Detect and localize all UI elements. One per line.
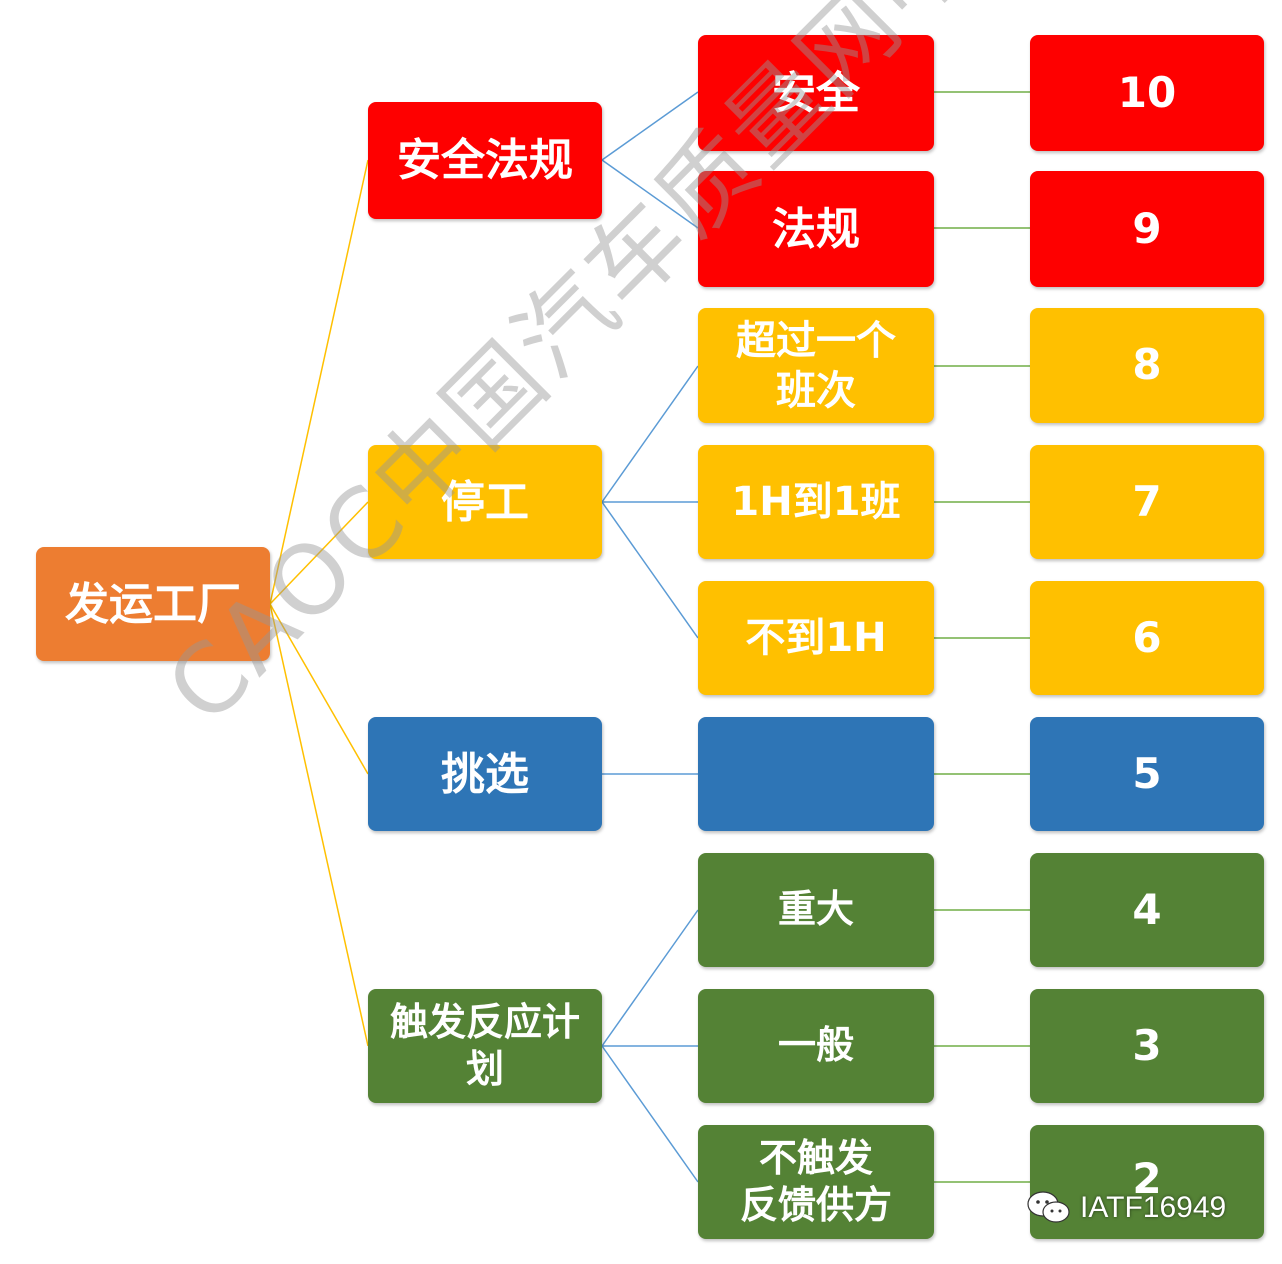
score-6: 6 — [1030, 581, 1264, 695]
score-value: 9 — [1132, 203, 1162, 253]
leaf-major: 重大 — [698, 853, 934, 967]
leaf-label: 超过一个 班次 — [736, 317, 896, 414]
score-value: 2 — [1132, 1154, 1162, 1203]
brand-text: IATF16949 — [1080, 1191, 1227, 1224]
leaf-sorting-empty — [698, 717, 934, 831]
score-9: 9 — [1030, 171, 1264, 287]
leaf-under-1h: 不到1H — [698, 581, 934, 695]
wechat-icon — [1027, 1191, 1070, 1223]
leaf-regulation: 法规 — [698, 171, 934, 287]
score-2: 2 — [1030, 1125, 1264, 1239]
score-3: 3 — [1030, 989, 1264, 1103]
leaf-label: 一般 — [777, 1023, 854, 1068]
score-value: 4 — [1132, 884, 1162, 934]
category-sorting: 挑选 — [368, 717, 602, 831]
score-value: 7 — [1132, 476, 1162, 526]
category-safety-regulation: 安全法规 — [368, 102, 602, 219]
brand-overlay: IATF16949 — [1024, 1188, 1226, 1228]
root-label: 发运工厂 — [65, 578, 241, 630]
category-label: 安全法规 — [397, 135, 573, 186]
leaf-label: 不到1H — [745, 615, 887, 661]
score-4: 4 — [1030, 853, 1264, 967]
leaf-label: 1H到1班 — [731, 479, 901, 525]
score-value: 6 — [1132, 612, 1162, 662]
leaf-general: 一般 — [698, 989, 934, 1103]
score-7: 7 — [1030, 445, 1264, 559]
root-node: 发运工厂 — [36, 547, 270, 661]
leaf-label: 不触发 反馈供方 — [739, 1135, 892, 1228]
score-5: 5 — [1030, 717, 1264, 831]
category-reaction-plan: 触发反应计 划 — [368, 989, 602, 1103]
score-value: 8 — [1132, 340, 1162, 390]
score-value: 3 — [1132, 1020, 1162, 1070]
category-label: 触发反应计 划 — [389, 999, 580, 1092]
score-value: 10 — [1117, 67, 1177, 117]
score-10: 10 — [1030, 35, 1264, 151]
leaf-no-trigger-feedback: 不触发 反馈供方 — [698, 1125, 934, 1239]
score-value: 5 — [1132, 748, 1162, 798]
category-work-stoppage: 停工 — [368, 445, 602, 559]
leaf-label: 重大 — [777, 887, 854, 932]
category-label: 停工 — [441, 476, 529, 528]
leaf-safety: 安全 — [698, 35, 934, 151]
leaf-1h-to-1-shift: 1H到1班 — [698, 445, 934, 559]
leaf-over-one-shift: 超过一个 班次 — [698, 308, 934, 423]
leaf-label: 法规 — [772, 203, 860, 255]
score-8: 8 — [1030, 308, 1264, 423]
category-label: 挑选 — [441, 748, 529, 800]
leaf-label: 安全 — [772, 67, 860, 119]
